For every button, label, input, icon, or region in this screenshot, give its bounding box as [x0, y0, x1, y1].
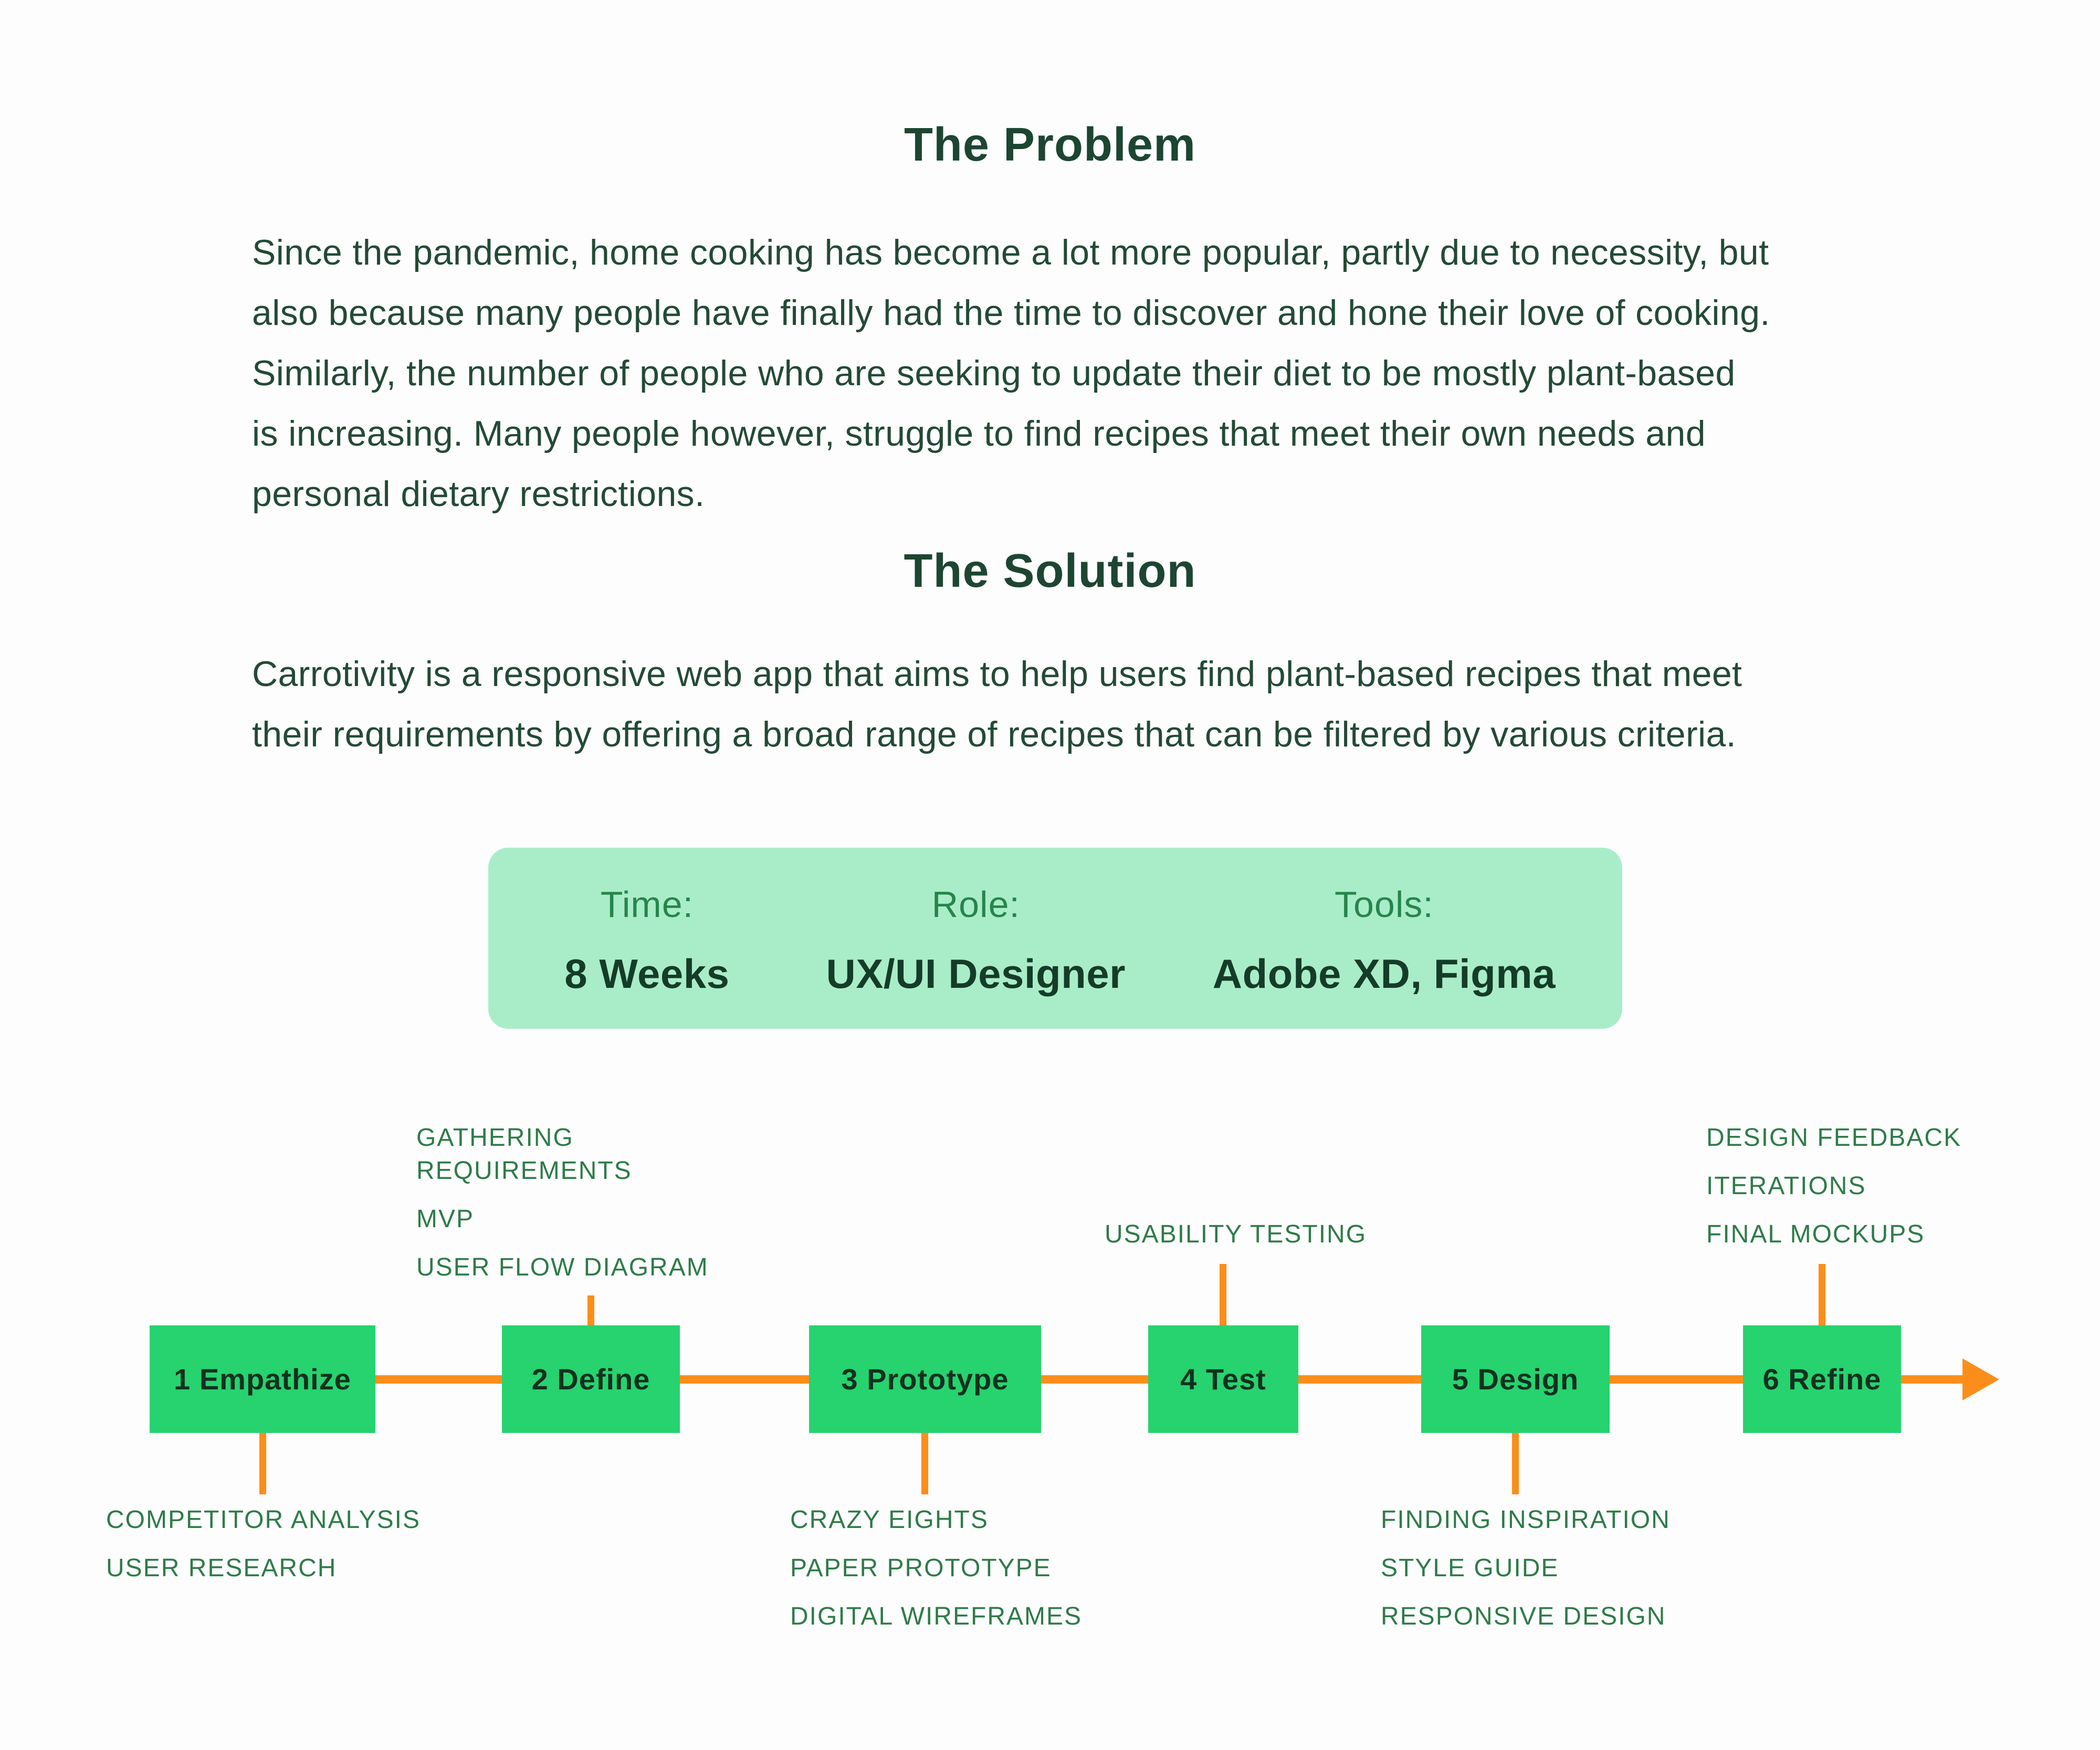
- note-label: USABILITY TESTING: [1105, 1220, 1367, 1248]
- problem-body: Since the pandemic, home cooking has bec…: [252, 233, 1770, 514]
- role-label: Role:: [931, 884, 1020, 925]
- note-label: PAPER PROTOTYPE: [790, 1554, 1052, 1582]
- time-label: Time:: [600, 884, 694, 925]
- connector-above-test: [1220, 1264, 1226, 1325]
- note-label: RESPONSIVE DESIGN: [1381, 1603, 1666, 1630]
- note-label: MVP: [416, 1205, 475, 1233]
- timeline-axis-line: [262, 1375, 1964, 1384]
- note-label: CRAZY EIGHTS: [790, 1506, 989, 1534]
- step-box-design: 5 Design: [1421, 1325, 1610, 1433]
- step-label: 4 Test: [1180, 1363, 1266, 1396]
- note-label: USER FLOW DIAGRAM: [416, 1253, 709, 1281]
- step-box-empathize: 1 Empathize: [150, 1325, 375, 1433]
- note-label: ITERATIONS: [1706, 1172, 1866, 1200]
- note-label: FINAL MOCKUPS: [1706, 1220, 1925, 1248]
- connector-below-prototype: [921, 1433, 928, 1494]
- project-info-time: Time: 8 Weeks: [488, 848, 806, 1029]
- problem-title: The Problem: [904, 119, 1196, 171]
- note-label: DESIGN FEEDBACK: [1706, 1124, 1962, 1152]
- connector-above-refine: [1819, 1264, 1825, 1325]
- notes-below-design: FINDING INSPIRATION STYLE GUIDE RESPONSIVE…: [1381, 1503, 1671, 1648]
- notes-above-refine: DESIGN FEEDBACK ITERATIONS FINAL MOCKUPS: [1706, 1121, 1961, 1266]
- note-label: COMPETITOR ANALYSIS: [106, 1506, 421, 1534]
- step-label: 1 Empathize: [174, 1363, 351, 1396]
- connector-below-empathize: [259, 1433, 266, 1494]
- notes-below-prototype: CRAZY EIGHTS PAPER PROTOTYPE DIGITAL WIREF…: [790, 1503, 1082, 1648]
- timeline-arrowhead-icon: [1962, 1358, 1999, 1400]
- step-label: 5 Design: [1452, 1363, 1579, 1396]
- step-label: 2 Define: [531, 1363, 650, 1396]
- tools-label: Tools:: [1334, 884, 1434, 925]
- step-box-test: 4 Test: [1148, 1325, 1298, 1433]
- note-label: GATHERING REQUIREMENTS: [416, 1124, 632, 1185]
- note-label: STYLE GUIDE: [1381, 1554, 1559, 1582]
- step-box-prototype: 3 Prototype: [809, 1325, 1041, 1433]
- solution-body: Carrotivity is a responsive web app that…: [252, 654, 1742, 754]
- notes-below-empathize: COMPETITOR ANALYSIS USER RESEARCH: [106, 1503, 421, 1600]
- connector-above-define: [587, 1295, 594, 1325]
- step-label: 6 Refine: [1762, 1363, 1882, 1396]
- project-info-panel: Time: 8 Weeks Role: UX/UI Designer Tools…: [488, 848, 1622, 1029]
- project-info-role: Role: UX/UI Designer: [806, 848, 1146, 1029]
- step-label: 3 Prototype: [841, 1363, 1009, 1396]
- project-info-tools: Tools: Adobe XD, Figma: [1146, 848, 1622, 1029]
- notes-above-define: GATHERING REQUIREMENTS MVP USER FLOW DIAGR…: [416, 1121, 709, 1299]
- note-label: FINDING INSPIRATION: [1381, 1506, 1671, 1534]
- connector-below-design: [1512, 1433, 1519, 1494]
- tools-value: Adobe XD, Figma: [1212, 951, 1556, 997]
- notes-above-test: USABILITY TESTING: [1105, 1218, 1367, 1266]
- time-value: 8 Weeks: [564, 951, 730, 997]
- step-box-refine: 6 Refine: [1743, 1325, 1901, 1433]
- note-label: DIGITAL WIREFRAMES: [790, 1603, 1083, 1630]
- role-value: UX/UI Designer: [826, 951, 1126, 997]
- note-label: USER RESEARCH: [106, 1554, 337, 1582]
- step-box-define: 2 Define: [502, 1325, 680, 1433]
- solution-title: The Solution: [904, 545, 1196, 597]
